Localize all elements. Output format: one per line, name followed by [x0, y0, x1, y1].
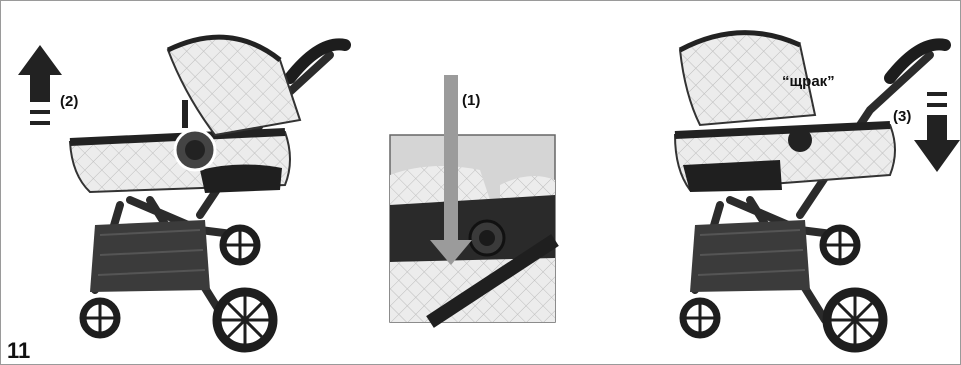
detail-inset — [390, 135, 555, 322]
step-number: 11 — [7, 338, 30, 364]
label-lift: (2) — [60, 93, 78, 110]
arrow-down-icon — [914, 92, 960, 172]
stroller-left — [70, 37, 345, 348]
label-lower: (3) — [893, 108, 911, 125]
label-click-sound: “щрак” — [782, 73, 835, 90]
label-press: (1) — [462, 92, 480, 109]
arrow-up-icon — [18, 45, 62, 125]
